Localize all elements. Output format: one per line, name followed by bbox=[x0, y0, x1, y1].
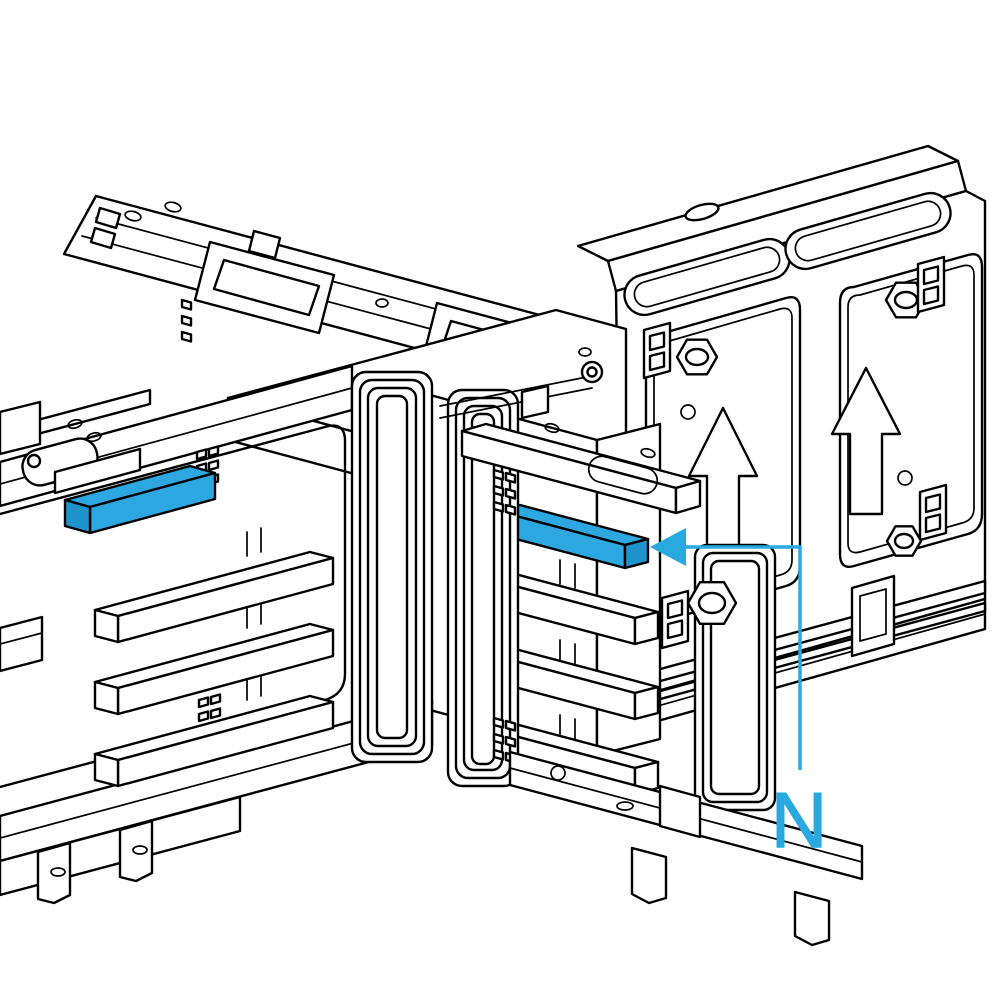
left-busbar-stack bbox=[63, 464, 335, 788]
hex-bolt bbox=[686, 581, 738, 625]
left-connector-stub bbox=[0, 615, 44, 673]
left-tap-housing bbox=[0, 364, 434, 905]
neutral-annotation-arrow-line bbox=[678, 545, 802, 770]
mounting-foot bbox=[118, 819, 154, 883]
phase-busbar bbox=[93, 694, 335, 788]
screw-bolt bbox=[578, 347, 604, 384]
mounting-foot bbox=[630, 846, 668, 905]
clip-window bbox=[660, 589, 690, 650]
hex-bolt bbox=[885, 525, 923, 557]
vent-slots bbox=[492, 468, 517, 516]
neutral-busbar-right bbox=[495, 503, 650, 570]
clip-window bbox=[918, 483, 948, 542]
right-tap-housing bbox=[439, 347, 864, 947]
clip-window bbox=[642, 321, 672, 380]
mounting-foot bbox=[36, 841, 72, 905]
neutral-annotation-arrowhead bbox=[650, 528, 686, 566]
up-arrow-icon bbox=[830, 366, 902, 516]
clip-window bbox=[916, 255, 946, 314]
stadium-slot bbox=[784, 191, 952, 271]
clamp-bracket bbox=[460, 422, 702, 515]
phase-busbar bbox=[93, 622, 335, 716]
cross-front-face bbox=[595, 422, 662, 757]
phase-busbar bbox=[93, 550, 335, 644]
neutral-busbar-left bbox=[63, 464, 217, 535]
neutral-annotation: N bbox=[650, 528, 828, 865]
neutral-annotation-label: N bbox=[771, 776, 827, 864]
housing-end-flange bbox=[350, 370, 434, 764]
mounting-foot bbox=[793, 890, 831, 947]
hex-bolt bbox=[675, 338, 719, 376]
oval-hole bbox=[684, 202, 720, 222]
